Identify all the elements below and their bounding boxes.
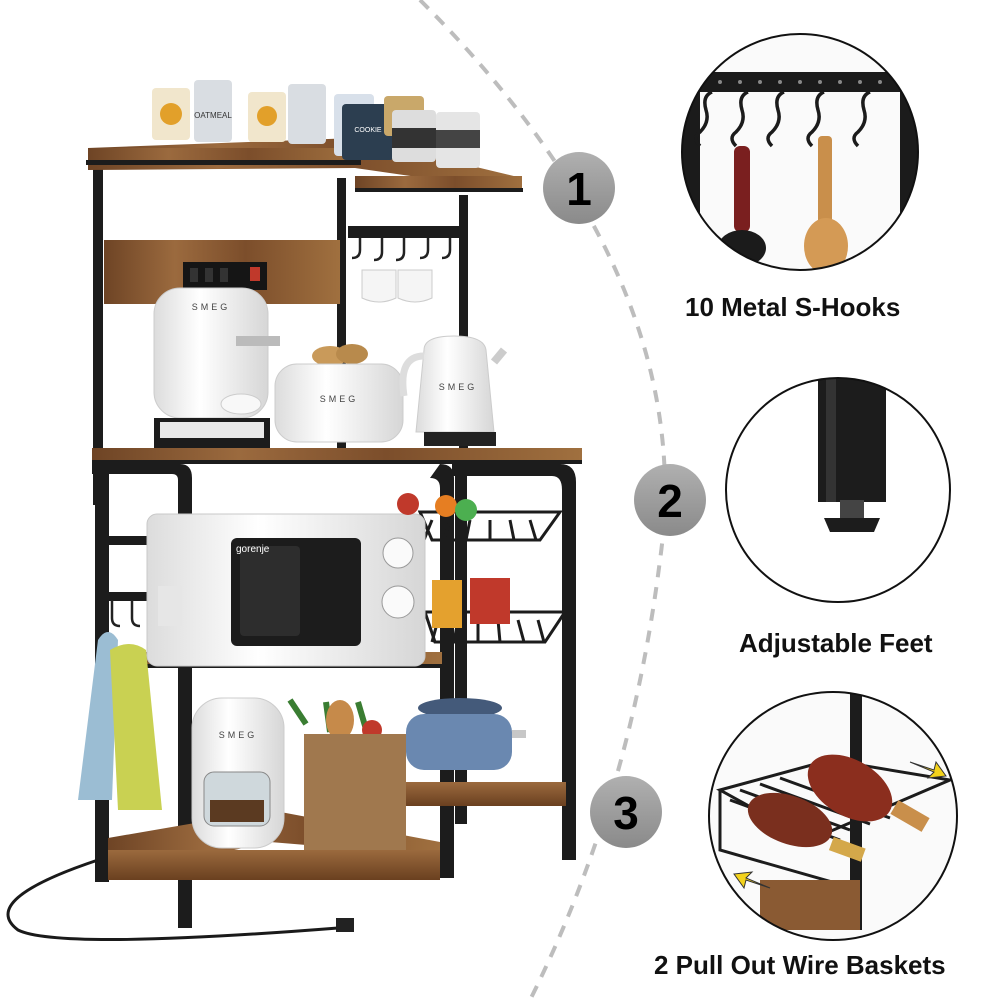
toaster-brand: SMEG bbox=[320, 394, 359, 404]
dutch-oven bbox=[406, 698, 526, 770]
oatmeal-label: OATMEAL bbox=[194, 111, 232, 120]
adjustable-foot-closeup bbox=[725, 377, 951, 603]
badge-1: 1 bbox=[543, 152, 615, 224]
coffee-machine-brand: SMEG bbox=[192, 302, 231, 312]
badge-3: 3 bbox=[590, 776, 662, 848]
kettle-brand: SMEG bbox=[439, 382, 478, 392]
badge-3-number: 3 bbox=[613, 787, 639, 839]
microwave-brand: gorenje bbox=[236, 544, 270, 555]
drip-coffee-maker: SMEG bbox=[191, 697, 285, 849]
badge-1-number: 1 bbox=[566, 163, 592, 215]
feature-label-adjustable-feet: Adjustable Feet bbox=[739, 628, 933, 658]
wire-basket-closeup bbox=[708, 691, 958, 941]
cookie-label: COOKIE bbox=[354, 127, 382, 134]
kettle: SMEG bbox=[399, 335, 508, 446]
s-hooks-closeup bbox=[681, 33, 919, 271]
badge-2: 2 bbox=[634, 464, 706, 536]
drip-coffee-brand: SMEG bbox=[219, 730, 258, 740]
towels bbox=[78, 632, 162, 810]
badge-2-number: 2 bbox=[657, 475, 683, 527]
produce bbox=[397, 493, 510, 628]
coffee-machine: SMEG bbox=[153, 287, 280, 448]
canisters: OATMEAL COOKIE bbox=[152, 80, 480, 168]
grocery-bag bbox=[287, 698, 406, 850]
feature-label-wire-baskets: 2 Pull Out Wire Baskets bbox=[654, 950, 946, 980]
toaster: SMEG bbox=[274, 344, 404, 443]
feature-label-s-hooks: 10 Metal S-Hooks bbox=[685, 292, 901, 322]
microwave: gorenje bbox=[146, 513, 426, 667]
